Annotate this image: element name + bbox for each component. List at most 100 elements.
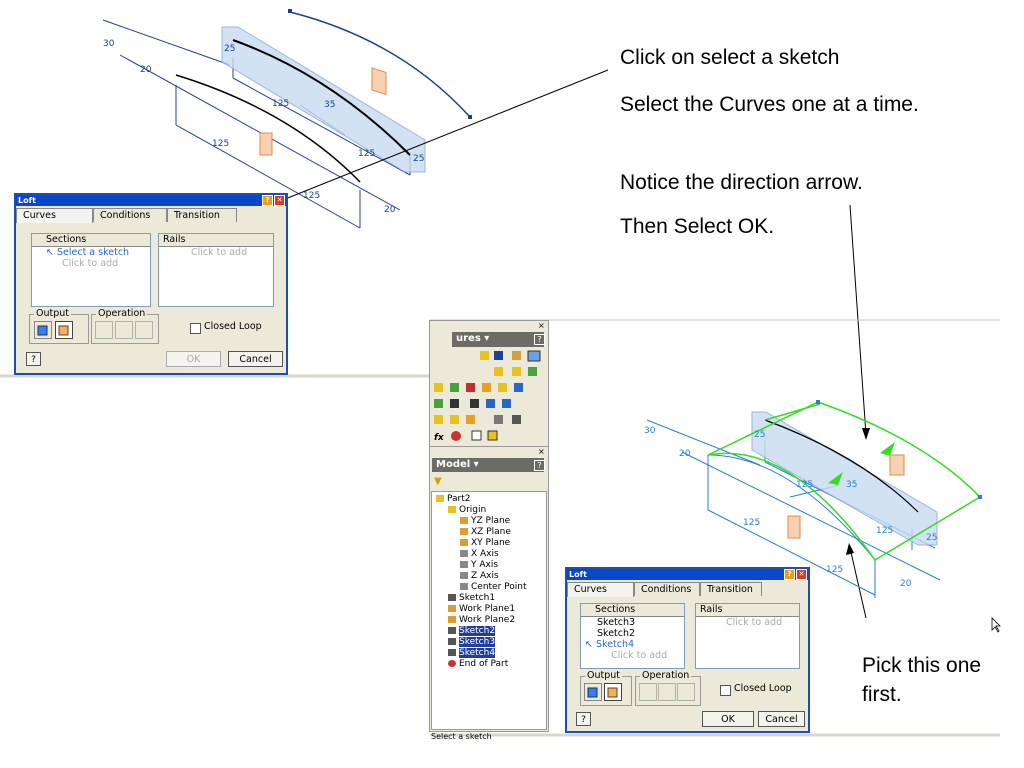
- tree-item-label: XY Plane: [471, 538, 511, 548]
- curve-endpoint: [468, 115, 472, 119]
- axis-icon: [460, 561, 468, 568]
- rails-list[interactable]: Rails Click to add: [695, 603, 800, 669]
- dim-label: 35: [324, 100, 335, 110]
- join-icon[interactable]: [639, 683, 657, 701]
- intersect-icon[interactable]: [135, 321, 153, 339]
- sketch-curve-top-low: [175, 74, 361, 183]
- status-bar: Select a sketch: [431, 732, 492, 741]
- plane-marker: [787, 515, 801, 539]
- rails-list[interactable]: Rails Click to add: [158, 233, 274, 307]
- close-icon[interactable]: ✕: [274, 195, 285, 206]
- features-panel-header[interactable]: ures ▾: [452, 332, 544, 347]
- dim-label: 125: [303, 191, 320, 201]
- tree-item-sketch3[interactable]: Sketch3: [448, 637, 496, 647]
- leader-arrowhead: [862, 428, 870, 440]
- plane-icon: [448, 605, 456, 612]
- dim-label: 125: [826, 565, 843, 575]
- tree-item-sketch2[interactable]: Sketch2: [448, 626, 496, 636]
- help-icon[interactable]: ?: [534, 334, 545, 345]
- dialog-title: Loft: [18, 196, 36, 205]
- cancel-button[interactable]: Cancel: [228, 351, 283, 367]
- output-surface-icon[interactable]: [55, 321, 73, 339]
- tree-item-center-point[interactable]: Center Point: [460, 582, 527, 592]
- tree-item-xz-plane[interactable]: XZ Plane: [460, 527, 511, 537]
- sections-row-select-sketch[interactable]: ↖ Select a sketch: [46, 247, 130, 258]
- tree-item-label: Sketch4: [459, 648, 496, 658]
- plane-marker: [259, 132, 273, 156]
- tab-conditions[interactable]: Conditions: [93, 208, 167, 222]
- output-solid-icon[interactable]: [34, 321, 52, 339]
- help-button[interactable]: ?: [576, 712, 591, 726]
- sections-row-sketch4[interactable]: ↖ Sketch4: [585, 639, 635, 650]
- tree-item-xy-plane[interactable]: XY Plane: [460, 538, 510, 548]
- tree-item-yz-plane[interactable]: YZ Plane: [460, 516, 510, 526]
- rails-row-click-to-add[interactable]: Click to add: [726, 617, 783, 628]
- tree-item-label: Part2: [447, 494, 471, 504]
- tree-item-end-of-part[interactable]: End of Part: [448, 659, 508, 669]
- icon-row-4: [434, 399, 511, 408]
- join-icon[interactable]: [95, 321, 113, 339]
- close-icon[interactable]: ×: [538, 321, 545, 330]
- ok-button[interactable]: OK: [702, 711, 754, 727]
- help-title-icon[interactable]: ?: [262, 195, 273, 206]
- operation-label: Operation: [640, 670, 692, 681]
- help-title-icon[interactable]: ?: [784, 569, 795, 580]
- closed-loop-checkbox[interactable]: [190, 323, 201, 334]
- sections-row-click-to-add[interactable]: Click to add: [62, 258, 119, 269]
- tab-conditions[interactable]: Conditions: [634, 582, 700, 596]
- output-surface-icon[interactable]: [604, 683, 622, 701]
- help-button[interactable]: ?: [26, 352, 41, 366]
- cut-icon[interactable]: [658, 683, 676, 701]
- tab-curves[interactable]: Curves: [16, 208, 93, 223]
- tree-item-y-axis[interactable]: Y Axis: [460, 560, 498, 570]
- operation-label: Operation: [96, 308, 148, 319]
- output-solid-icon[interactable]: [584, 683, 602, 701]
- tree-item-origin[interactable]: Origin: [448, 505, 486, 515]
- plane-icon: [460, 539, 468, 546]
- sections-list[interactable]: Sections ↖ Select a sketch Click to add: [31, 233, 151, 307]
- dialog-title-bar[interactable]: Loft ? ✕: [567, 569, 808, 580]
- model-panel-header[interactable]: Model ▾: [432, 458, 544, 472]
- tree-item-label: YZ Plane: [471, 516, 511, 526]
- tree-item-sketch4[interactable]: Sketch4: [448, 648, 496, 658]
- tree-item-work-plane1[interactable]: Work Plane1: [448, 604, 515, 614]
- tab-transition[interactable]: Transition: [167, 208, 237, 222]
- sections-row-sketch2[interactable]: Sketch2: [597, 628, 636, 639]
- close-icon[interactable]: ×: [538, 447, 545, 456]
- plane-marker: [889, 454, 905, 476]
- tree-item-work-plane2[interactable]: Work Plane2: [448, 615, 515, 625]
- help-icon[interactable]: ?: [534, 460, 545, 471]
- dialog-title-bar[interactable]: Loft ? ✕: [16, 195, 286, 206]
- closed-loop-checkbox[interactable]: [720, 685, 731, 696]
- close-icon[interactable]: ✕: [796, 569, 807, 580]
- dim-label: 25: [926, 533, 937, 543]
- rails-row-click-to-add[interactable]: Click to add: [191, 247, 248, 258]
- sections-row-click-to-add[interactable]: Click to add: [611, 650, 668, 661]
- tab-curves[interactable]: Curves: [567, 582, 634, 597]
- tree-item-part2[interactable]: Part2: [436, 494, 471, 504]
- sections-row-sketch3[interactable]: Sketch3: [597, 617, 636, 628]
- ok-button[interactable]: OK: [166, 351, 221, 367]
- callout-step1: Click on select a sketch: [620, 46, 840, 69]
- sections-header: Sections: [581, 604, 684, 617]
- dim-label: 20: [384, 205, 396, 215]
- tree-item-x-axis[interactable]: X Axis: [460, 549, 499, 559]
- dim-label: 35: [846, 480, 857, 490]
- intersect-icon[interactable]: [677, 683, 695, 701]
- sketch-icon: [448, 627, 456, 634]
- cancel-button[interactable]: Cancel: [758, 711, 805, 727]
- closed-loop-label: Closed Loop: [734, 683, 792, 694]
- filter-icon[interactable]: ▼: [434, 476, 442, 487]
- tree-item-z-axis[interactable]: Z Axis: [460, 571, 499, 581]
- tree-item-label: Sketch1: [459, 593, 496, 603]
- tab-transition[interactable]: Transition: [700, 582, 762, 596]
- feature-tool-icons[interactable]: fx: [432, 349, 546, 444]
- rails-header: Rails: [159, 234, 273, 247]
- output-group: Output: [29, 308, 89, 344]
- cut-icon[interactable]: [115, 321, 133, 339]
- dim-label: 30: [644, 426, 656, 436]
- tree-item-sketch1[interactable]: Sketch1: [448, 593, 495, 603]
- callout-pick-first: Pick this one first.: [862, 654, 982, 706]
- sections-list[interactable]: Sections Sketch3 Sketch2 ↖ Sketch4 Click…: [580, 603, 685, 669]
